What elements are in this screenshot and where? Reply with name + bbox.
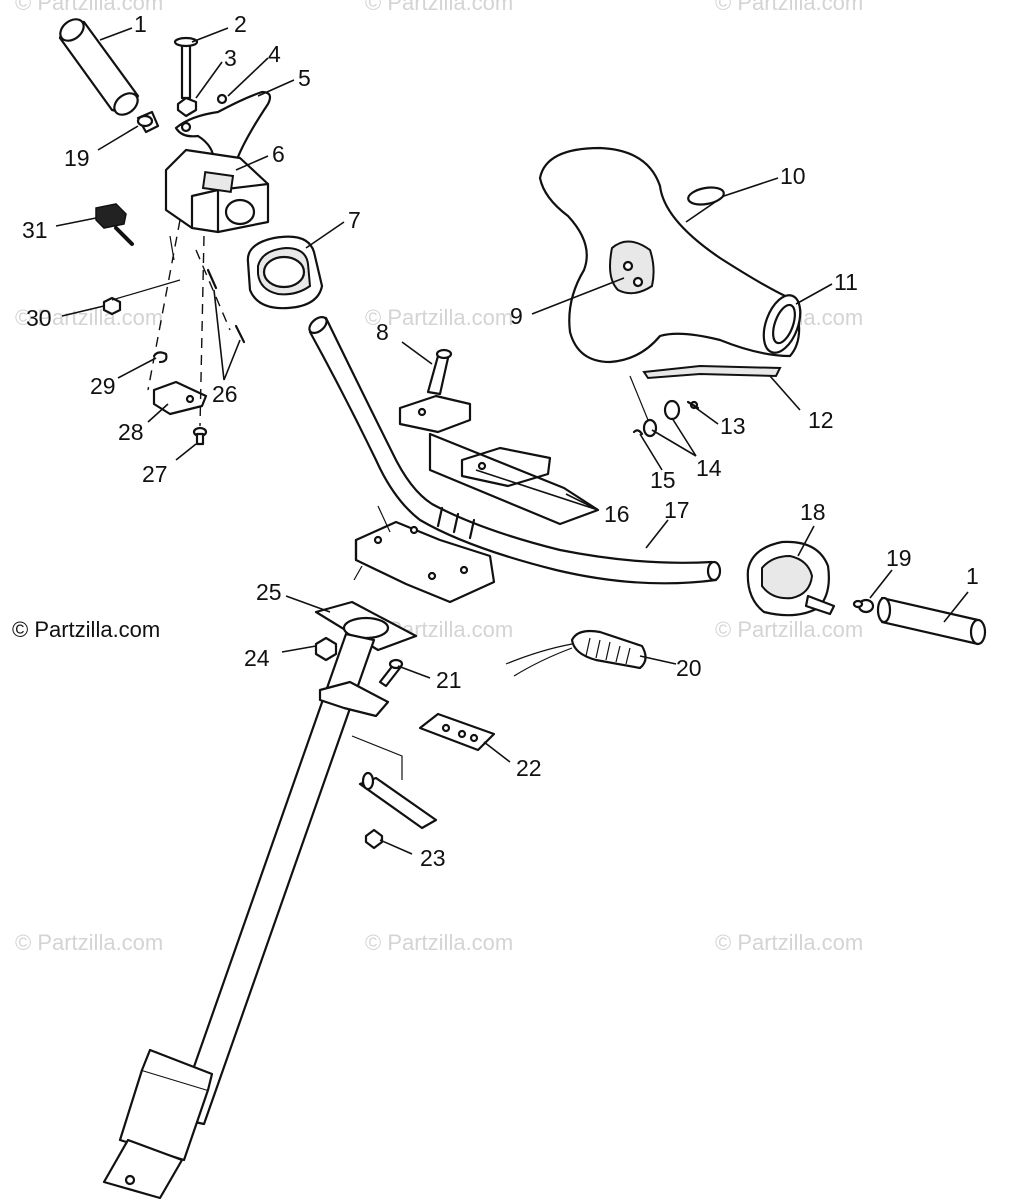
watermark-top-left: © Partzilla.com xyxy=(15,0,163,15)
part-26-screws xyxy=(206,268,246,344)
callout-27: 27 xyxy=(142,461,168,487)
callout-4: 4 xyxy=(268,41,281,67)
part-31-switch xyxy=(95,203,134,246)
part-lower-clamp xyxy=(354,520,496,604)
part-1-grip-left xyxy=(58,18,140,116)
callout-5: 5 xyxy=(298,65,311,91)
callout-17: 17 xyxy=(664,497,690,523)
callout-11: 11 xyxy=(834,269,858,295)
callout-7: 7 xyxy=(348,207,361,233)
assembly-lines-pad xyxy=(629,375,649,421)
part-22-bracket xyxy=(418,712,496,752)
part-10-decal xyxy=(687,186,725,206)
callout-12: 12 xyxy=(808,407,834,433)
part-5-lever xyxy=(174,90,272,168)
callout-26: 26 xyxy=(212,381,238,407)
part-11-handlebar-pad xyxy=(538,146,802,364)
part-16-top-clamp xyxy=(398,394,600,526)
part-18-throttle-right xyxy=(746,540,836,617)
callout-15: 15 xyxy=(650,467,676,493)
part-2-bolt xyxy=(173,36,199,100)
part-29-clip xyxy=(152,351,168,364)
copyright-label: © Partzilla.com xyxy=(12,617,160,642)
part-19-plug-left xyxy=(136,110,160,134)
leader-lines xyxy=(55,27,969,855)
part-21-screw xyxy=(378,658,404,688)
callout-9: 9 xyxy=(510,303,523,329)
part-28-bracket xyxy=(152,380,208,416)
callout-labels: 1 2 3 4 5 19 6 7 31 30 29 26 28 27 8 9 1… xyxy=(22,11,979,871)
part-15-clip xyxy=(632,429,644,436)
callout-14: 14 xyxy=(696,455,722,481)
part-1-grip-right xyxy=(876,596,987,646)
part-14-washers xyxy=(642,399,681,438)
callout-22: 22 xyxy=(516,755,542,781)
part-19-plug-right xyxy=(852,598,875,614)
assembly-lines-center xyxy=(351,505,403,780)
callout-19-right: 19 xyxy=(886,545,912,571)
callout-30: 30 xyxy=(26,305,52,331)
part-27-screw xyxy=(192,426,208,446)
callout-28: 28 xyxy=(118,419,144,445)
callout-19-left: 19 xyxy=(64,145,90,171)
part-17-handlebar xyxy=(308,315,722,585)
callout-25: 25 xyxy=(256,579,282,605)
part-23-sleeve xyxy=(358,771,438,850)
callout-6: 6 xyxy=(272,141,285,167)
callout-2: 2 xyxy=(234,11,247,37)
watermark-row4-mid: © Partzilla.com xyxy=(365,930,513,955)
callout-21: 21 xyxy=(436,667,462,693)
callout-24: 24 xyxy=(244,645,270,671)
callout-1-right: 1 xyxy=(966,563,979,589)
callout-16: 16 xyxy=(604,501,630,527)
part-7-switch-housing xyxy=(246,235,324,310)
part-3-nut xyxy=(176,96,198,118)
callout-18: 18 xyxy=(800,499,826,525)
part-12-strip xyxy=(642,364,782,380)
part-8-bolt xyxy=(426,348,453,396)
callout-1-left: 1 xyxy=(134,11,147,37)
callout-13: 13 xyxy=(720,413,746,439)
watermark-row4-left: © Partzilla.com xyxy=(15,930,163,955)
part-24-nut xyxy=(314,636,338,662)
part-6-throttle-housing xyxy=(164,148,270,234)
watermark-top-mid: © Partzilla.com xyxy=(365,0,513,15)
part-30-nut xyxy=(102,296,122,316)
watermark-row4-right: © Partzilla.com xyxy=(715,930,863,955)
watermark-row2-mid: © Partzilla.com xyxy=(365,305,513,330)
watermark-row3-right: © Partzilla.com xyxy=(715,617,863,642)
part-20-heater xyxy=(505,629,647,677)
callout-10: 10 xyxy=(780,163,806,189)
callout-8: 8 xyxy=(376,319,389,345)
callout-3: 3 xyxy=(224,45,237,71)
callout-23: 23 xyxy=(420,845,446,871)
steering-column xyxy=(102,632,390,1200)
part-13-screw xyxy=(686,400,700,410)
callout-20: 20 xyxy=(676,655,702,681)
callout-29: 29 xyxy=(90,373,116,399)
assembly-lines-left xyxy=(111,219,231,427)
callout-31: 31 xyxy=(22,217,48,243)
part-4-clip xyxy=(216,93,228,105)
watermark-top-right: © Partzilla.com xyxy=(715,0,863,15)
